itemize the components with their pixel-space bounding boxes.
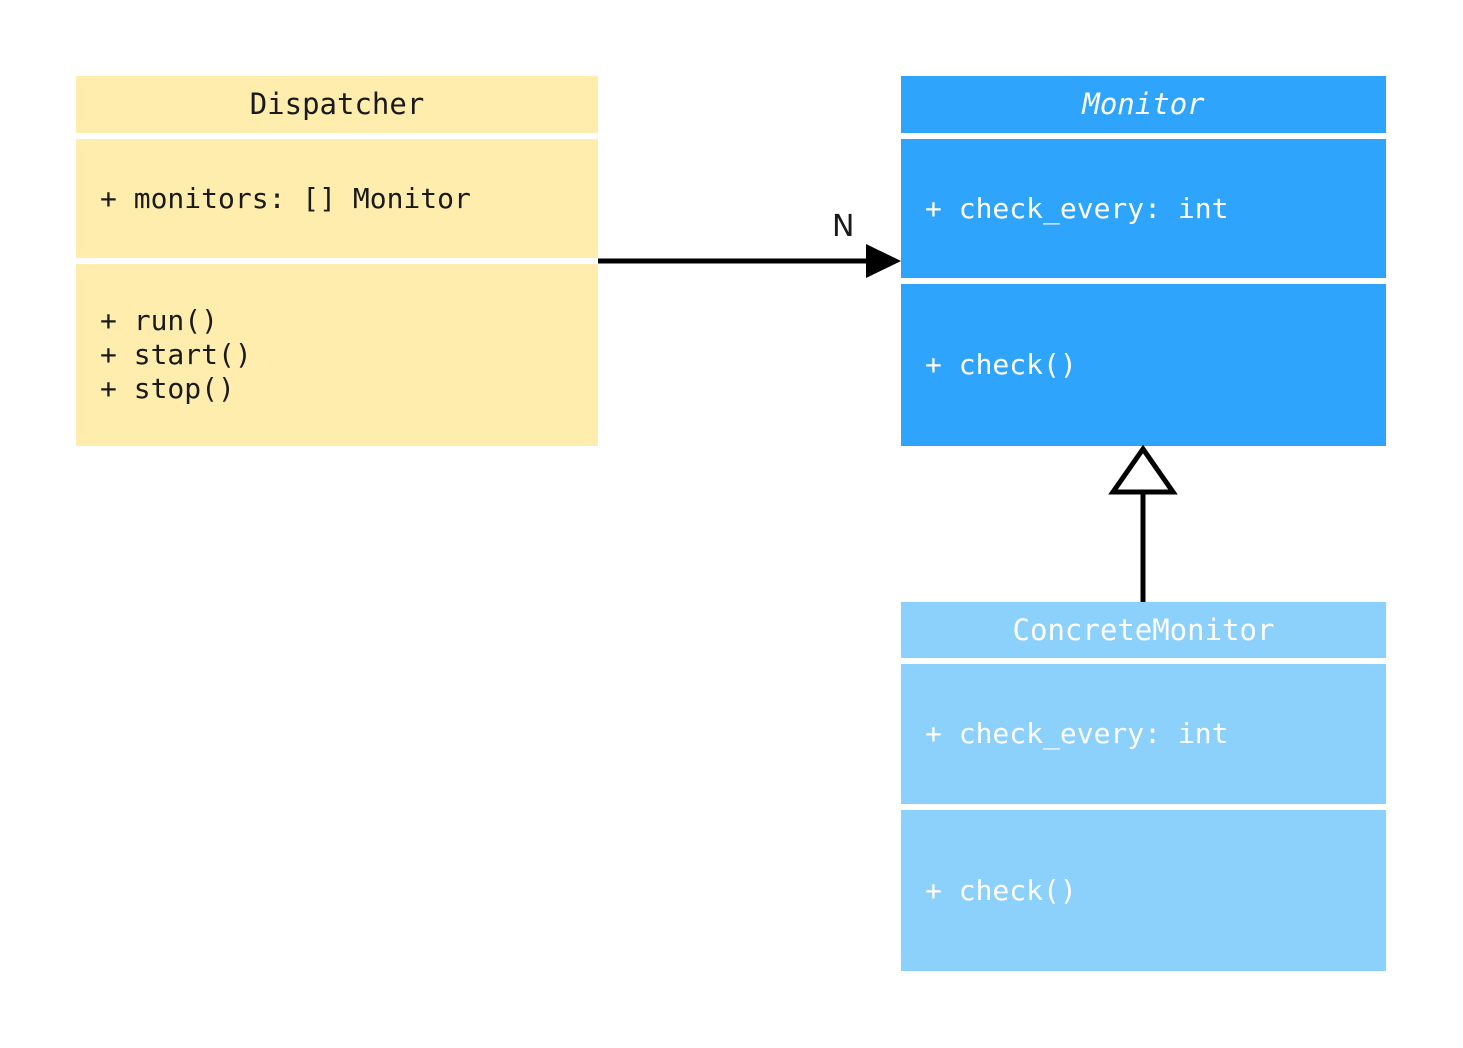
class-name-concretemonitor: ConcreteMonitor: [901, 602, 1386, 658]
operations-compartment-concretemonitor: + check(): [901, 810, 1386, 971]
operation-item: + check(): [925, 348, 1077, 381]
operations-compartment-monitor: + check(): [901, 284, 1386, 446]
uml-class-dispatcher[interactable]: Dispatcher + monitors: [] Monitor + run(…: [76, 76, 598, 446]
operation-item: + stop(): [100, 372, 235, 405]
operation-item: + start(): [100, 338, 252, 371]
filled-triangle-arrowhead-icon: [866, 244, 901, 278]
hollow-triangle-arrowhead-icon: [1108, 444, 1178, 495]
attributes-compartment-monitor: + check_every: int: [901, 139, 1386, 278]
operations-compartment-dispatcher: + run() + start() + stop(): [76, 264, 598, 446]
attribute-item: + monitors: [] Monitor: [100, 181, 471, 215]
class-name-monitor: Monitor: [901, 76, 1386, 133]
attribute-item: + check_every: int: [925, 717, 1229, 750]
uml-class-monitor[interactable]: Monitor + check_every: int + check(): [901, 76, 1386, 446]
attributes-compartment-concretemonitor: + check_every: int: [901, 664, 1386, 804]
multiplicity-label-n: N: [832, 209, 855, 244]
attribute-item: + check_every: int: [925, 191, 1229, 225]
attributes-compartment-dispatcher: + monitors: [] Monitor: [76, 139, 598, 258]
class-name-dispatcher: Dispatcher: [76, 76, 598, 133]
uml-class-concretemonitor[interactable]: ConcreteMonitor + check_every: int + che…: [901, 602, 1386, 971]
generalization-edge-concretemonitor-monitor: [1108, 444, 1178, 602]
association-edge-dispatcher-monitor: [598, 244, 901, 278]
operation-item: + run(): [100, 304, 219, 337]
operation-item: + check(): [925, 873, 1077, 907]
